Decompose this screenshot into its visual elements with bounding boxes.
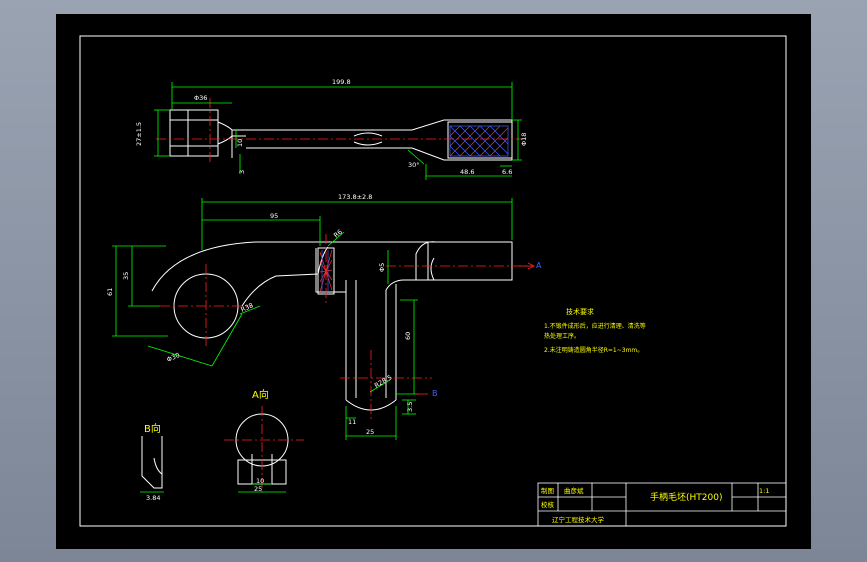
- notes-line-3: 2.未注明铸造圆角半径R=1~3mm。: [544, 346, 643, 354]
- dim-front-base-height: 3.5: [406, 402, 414, 412]
- dim-front-boss-radius: R38: [240, 301, 255, 314]
- view-b: [141, 436, 163, 489]
- title-block: [537, 482, 787, 527]
- view-b-title: B向: [144, 422, 161, 435]
- dim-front-head-height: 61: [106, 288, 114, 296]
- dim-front-fillet: R28.5: [373, 373, 393, 389]
- tb-school: 辽宁工程技术大学: [552, 515, 605, 524]
- section-a-label: A: [536, 261, 542, 270]
- notes-title: 技术要求: [566, 307, 594, 316]
- arm-slot: [317, 247, 335, 295]
- dim-front-arm: 95: [270, 212, 278, 220]
- arm-outline: [151, 241, 513, 292]
- dim-front-stem: 60: [404, 332, 412, 340]
- top-dimensions: [154, 82, 522, 180]
- tb-scale: 1:1: [759, 487, 769, 495]
- view-a-dim-width: 25: [254, 485, 262, 493]
- front-centerlines: [160, 234, 532, 422]
- top-view: [169, 109, 513, 161]
- dim-top-neck-dia: 10: [236, 139, 244, 147]
- tb-part-name: 手柄毛坯(HT200): [650, 491, 722, 503]
- tb-label-checked: 校核: [541, 500, 555, 509]
- dim-top-tip-small: 6.6: [502, 168, 512, 176]
- view-a-dim-small: 10: [256, 477, 264, 485]
- dim-front-stem-width: 11: [348, 418, 356, 426]
- top-tip-block: [447, 121, 513, 159]
- dim-top-chamfer-angle: 30°: [408, 161, 420, 169]
- dim-front-slot: R6: [332, 228, 344, 240]
- dim-front-overall: 173.8±2.8: [338, 193, 372, 201]
- dim-top-tip-dia: Φ18: [520, 133, 528, 146]
- notes-line-1: 1.不锻件成形后，应进行清理、清洗等: [544, 322, 646, 330]
- tip-hatch: [449, 125, 509, 157]
- section-b-label: B: [432, 389, 438, 398]
- dim-top-neck-small: 3: [238, 170, 246, 174]
- dim-top-overall: 199.8: [332, 78, 351, 86]
- top-centerlines: [156, 98, 526, 164]
- notes-line-2: 热处理工序。: [544, 332, 580, 340]
- tb-label-drawn: 制图: [541, 486, 554, 495]
- dim-top-head-dia: Φ36: [194, 94, 207, 102]
- dim-front-base-width: 25: [366, 428, 374, 436]
- view-a-title: A向: [252, 388, 269, 401]
- view-b-dim: 3.84: [146, 494, 160, 502]
- section-markers: [416, 262, 535, 395]
- dim-top-end-height: 27±1.5: [135, 122, 143, 146]
- tb-name-drawn: 曲彦斌: [564, 486, 584, 495]
- technical-notes: 技术要求 1.不锻件成形后，应进行清理、清洗等 热处理工序。 2.未注明铸造圆角…: [544, 307, 646, 354]
- inner-frame: [79, 35, 787, 527]
- dim-top-tip-length: 48.6: [460, 168, 474, 176]
- front-dimensions: [112, 198, 513, 440]
- top-head-block: [169, 109, 219, 157]
- dim-front-bore: Φ30: [166, 351, 181, 364]
- drawing-sheet: 199.8 Φ36 27±1.5 10 3 30° 48.6 6.6 Φ18: [56, 14, 811, 549]
- dim-front-inner-height: 35: [122, 272, 130, 280]
- dim-front-shaft: Φ5: [378, 263, 386, 272]
